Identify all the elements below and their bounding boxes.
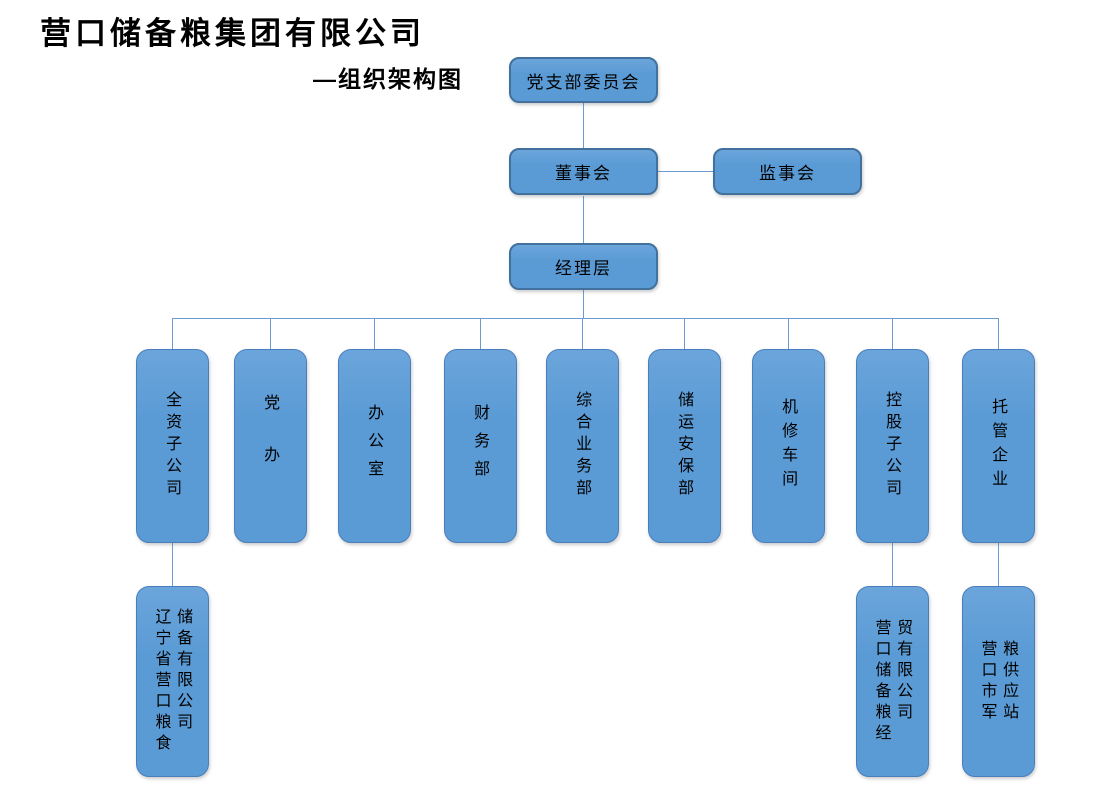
node-dept-machine-repair-workshop: 机修车间	[752, 349, 825, 543]
node-label: 托管企业	[989, 398, 1009, 494]
node-dept-storage-security: 储运安保部	[648, 349, 721, 543]
connector-bus	[172, 318, 999, 319]
node-management-layer: 经理层	[509, 243, 658, 290]
connector-root-board	[583, 103, 584, 148]
connector-drop-1	[172, 318, 173, 349]
node-label: 营口储备粮经 贸有限公司	[872, 618, 914, 745]
node-label: 全资子公司	[163, 391, 183, 501]
node-label: 经理层	[555, 259, 612, 279]
node-label: 财务部	[471, 404, 491, 488]
node-board-of-supervisors: 监事会	[713, 148, 862, 195]
connector-board-supervisors	[658, 171, 713, 172]
node-dept-finance: 财务部	[444, 349, 517, 543]
connector-board-management	[583, 196, 584, 243]
node-dept-wholly-owned-subsidiary: 全资子公司	[136, 349, 209, 543]
node-label: 董事会	[555, 164, 612, 184]
connector-drop-8	[892, 318, 893, 349]
node-dept-comprehensive-business: 综合业务部	[546, 349, 619, 543]
node-label: 辽宁省营口粮食 储备有限公司	[152, 608, 194, 755]
node-label: 党办	[261, 394, 281, 498]
node-dept-holding-subsidiary: 控股子公司	[856, 349, 929, 543]
connector-drop-3	[374, 318, 375, 349]
node-dept-party-office: 党办	[234, 349, 307, 543]
node-label: 机修车间	[779, 398, 799, 494]
connector-drop-4	[480, 318, 481, 349]
node-dept-general-office: 办公室	[338, 349, 411, 543]
connector-drop-7	[788, 318, 789, 349]
connector-drop-6	[684, 318, 685, 349]
page-title: 营口储备粮集团有限公司	[40, 16, 425, 51]
connector-drop-2	[270, 318, 271, 349]
node-board-of-directors: 董事会	[509, 148, 658, 195]
node-label: 办公室	[365, 404, 385, 488]
node-label: 控股子公司	[883, 391, 903, 501]
connector-management-bus	[583, 290, 584, 318]
connector-drop-9	[998, 318, 999, 349]
node-sub-yingkou-grain-trading: 营口储备粮经 贸有限公司	[856, 586, 929, 777]
node-label: 党支部委员会	[526, 72, 641, 93]
node-sub-military-grain-supply-station: 营口市军 粮供应站	[962, 586, 1035, 777]
node-sub-liaoning-yingkou-grain-reserve: 辽宁省营口粮食 储备有限公司	[136, 586, 209, 777]
node-party-branch-committee: 党支部委员会	[509, 57, 658, 103]
connector-sub-2	[892, 543, 893, 586]
connector-drop-5	[582, 318, 583, 349]
node-dept-entrusted-enterprise: 托管企业	[962, 349, 1035, 543]
node-label: 综合业务部	[573, 391, 593, 501]
page-subtitle: —组织架构图	[313, 66, 463, 92]
node-label: 储运安保部	[675, 391, 695, 501]
connector-sub-3	[998, 543, 999, 586]
connector-sub-1	[172, 543, 173, 586]
node-label: 监事会	[759, 164, 816, 184]
node-label: 营口市军 粮供应站	[978, 639, 1020, 724]
